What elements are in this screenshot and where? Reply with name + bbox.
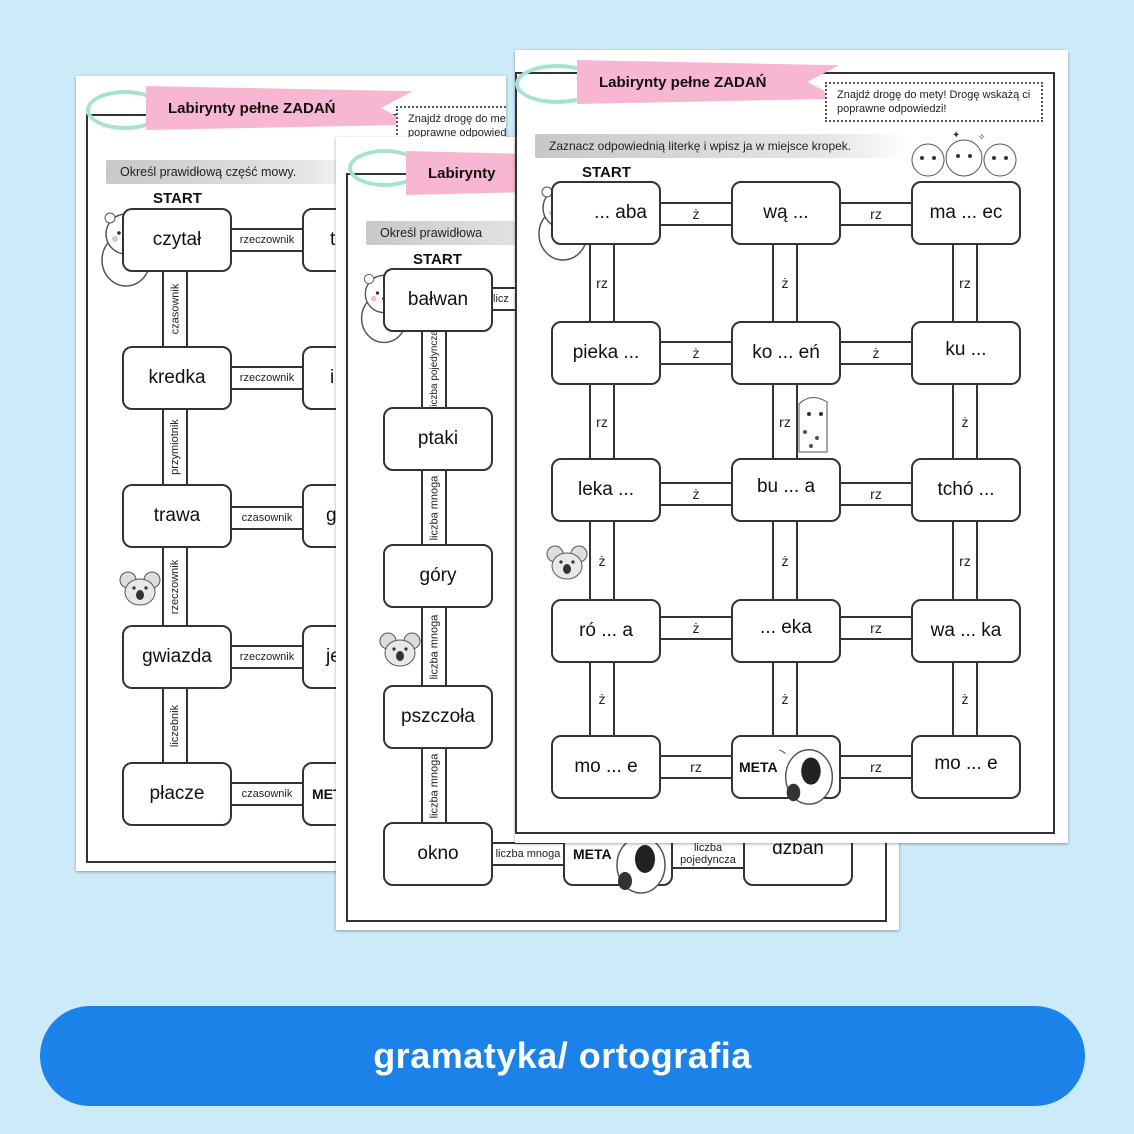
v-connector-label: liczba pojedyncza xyxy=(428,330,440,409)
h-connector: czasownik xyxy=(232,782,302,806)
task-subtitle: Określ prawidłową część mowy. xyxy=(106,160,364,184)
connector-line: liczba xyxy=(693,842,723,854)
leopard-icon xyxy=(798,397,828,453)
v-connector-label: liczebnik xyxy=(169,704,181,747)
maze-box: gwiazda xyxy=(122,625,232,689)
h-connector: ż xyxy=(661,202,731,226)
h-connector: ż xyxy=(661,482,731,506)
v-connector: przymiotnik xyxy=(162,410,188,484)
v-connector: rz xyxy=(952,522,978,599)
maze-box: ku ... xyxy=(911,321,1021,385)
start-label: START xyxy=(413,251,462,268)
maze-box: ró ... a xyxy=(551,599,661,663)
v-connector: rz xyxy=(772,385,798,458)
v-connector: liczebnik xyxy=(162,689,188,762)
h-connector: liczba pojedyncza xyxy=(673,839,743,869)
maze-box: płacze xyxy=(122,762,232,826)
v-connector: rz xyxy=(589,385,615,458)
maze-box: bałwan xyxy=(383,268,493,332)
v-connector: ż xyxy=(952,385,978,458)
maze-box: tchó ... xyxy=(911,458,1021,522)
v-connector: ż xyxy=(952,663,978,735)
v-connector: ż xyxy=(589,663,615,735)
maze-box: ptaki xyxy=(383,407,493,471)
koala-icon xyxy=(546,545,588,580)
maze-box: góry xyxy=(383,544,493,608)
v-connector-label: przymiotnik xyxy=(169,419,181,475)
instruction-line: Znajdź drogę do mety! Drogę wskażą ci xyxy=(837,89,1031,101)
v-connector: liczba mnoga xyxy=(421,471,447,544)
category-banner: gramatyka/ ortografia xyxy=(40,1006,1085,1106)
h-connector: rz xyxy=(841,616,911,640)
koala-icon xyxy=(119,571,161,606)
h-connector: czasownik xyxy=(232,506,302,530)
v-connector: rz xyxy=(589,245,615,321)
start-label: START xyxy=(153,190,202,207)
task-subtitle: Zaznacz odpowiednią literkę i wpisz ja w… xyxy=(535,134,908,158)
maze-box: okno xyxy=(383,822,493,886)
maze-box: wą ... xyxy=(731,181,841,245)
svg-text:✦: ✦ xyxy=(952,130,960,141)
v-connector-label: rzeczownik xyxy=(169,559,181,614)
maze-box: mo ... e xyxy=(551,735,661,799)
maze-box: ma ... ec xyxy=(911,181,1021,245)
maze-box: mo ... e xyxy=(911,735,1021,799)
connector-line: pojedyncza xyxy=(680,854,736,866)
h-connector: rz xyxy=(841,202,911,226)
maze-box: leka ... xyxy=(551,458,661,522)
title-ribbon: Labirynty pełne ZADAŃ xyxy=(577,60,839,104)
maze-box: pszczoła xyxy=(383,685,493,749)
worksheet-front: Labirynty pełne ZADAŃ Znajdź drogę do me… xyxy=(515,50,1068,843)
v-connector-label: liczba mnoga xyxy=(428,614,441,679)
h-connector: rzeczownik xyxy=(232,366,302,390)
maze-box: ... eka xyxy=(731,599,841,663)
instruction-box: Znajdź drogę do mety! Drogę wskażą ci po… xyxy=(825,82,1043,122)
v-connector-label: liczba mnoga xyxy=(428,475,441,540)
v-connector-label: czasownik xyxy=(169,283,181,335)
cats-icon: ✦✧ xyxy=(911,130,1017,177)
title-ribbon: Labirynty pełne ZADAŃ xyxy=(146,86,413,130)
koala-icon xyxy=(379,632,421,667)
h-connector: ż xyxy=(841,341,911,365)
instruction-line: Znajdź drogę do met xyxy=(408,113,506,125)
h-connector: rz xyxy=(841,755,911,779)
h-connector: rz xyxy=(661,755,731,779)
v-connector-label: liczba mnoga xyxy=(428,753,441,818)
dog-icon xyxy=(779,748,834,805)
v-connector: ż xyxy=(589,522,615,599)
h-connector: rzeczownik xyxy=(232,645,302,669)
v-connector: ż xyxy=(772,522,798,599)
maze-box: wa ... ka xyxy=(911,599,1021,663)
h-connector: rzeczownik xyxy=(232,228,302,252)
h-connector: rz xyxy=(841,482,911,506)
maze-box: ... aba xyxy=(551,181,661,245)
maze-box: kredka xyxy=(122,346,232,410)
maze-box: bu ... a xyxy=(731,458,841,522)
svg-text:✧: ✧ xyxy=(978,132,986,142)
h-connector: liczba mnoga xyxy=(493,842,563,866)
maze-box: ko ... eń xyxy=(731,321,841,385)
v-connector: rz xyxy=(952,245,978,321)
instruction-line: poprawne odpowiedzi! xyxy=(837,103,947,115)
v-connector: czasownik xyxy=(162,272,188,346)
maze-box: czytał xyxy=(122,208,232,272)
v-connector: ż xyxy=(772,245,798,321)
v-connector: liczba pojedyncza xyxy=(421,330,447,409)
instruction-line: poprawne odpowied xyxy=(408,127,506,139)
h-connector: ż xyxy=(661,341,731,365)
banner-text: gramatyka/ ortografia xyxy=(373,1035,752,1076)
start-label: START xyxy=(582,164,631,181)
maze-box: trawa xyxy=(122,484,232,548)
v-connector: liczba mnoga xyxy=(421,749,447,822)
maze-box: pieka ... xyxy=(551,321,661,385)
v-connector: rzeczownik xyxy=(162,548,188,625)
v-connector: ż xyxy=(772,663,798,735)
dog-icon xyxy=(616,836,666,894)
v-connector: liczba mnoga xyxy=(421,608,447,685)
h-connector: ż xyxy=(661,616,731,640)
